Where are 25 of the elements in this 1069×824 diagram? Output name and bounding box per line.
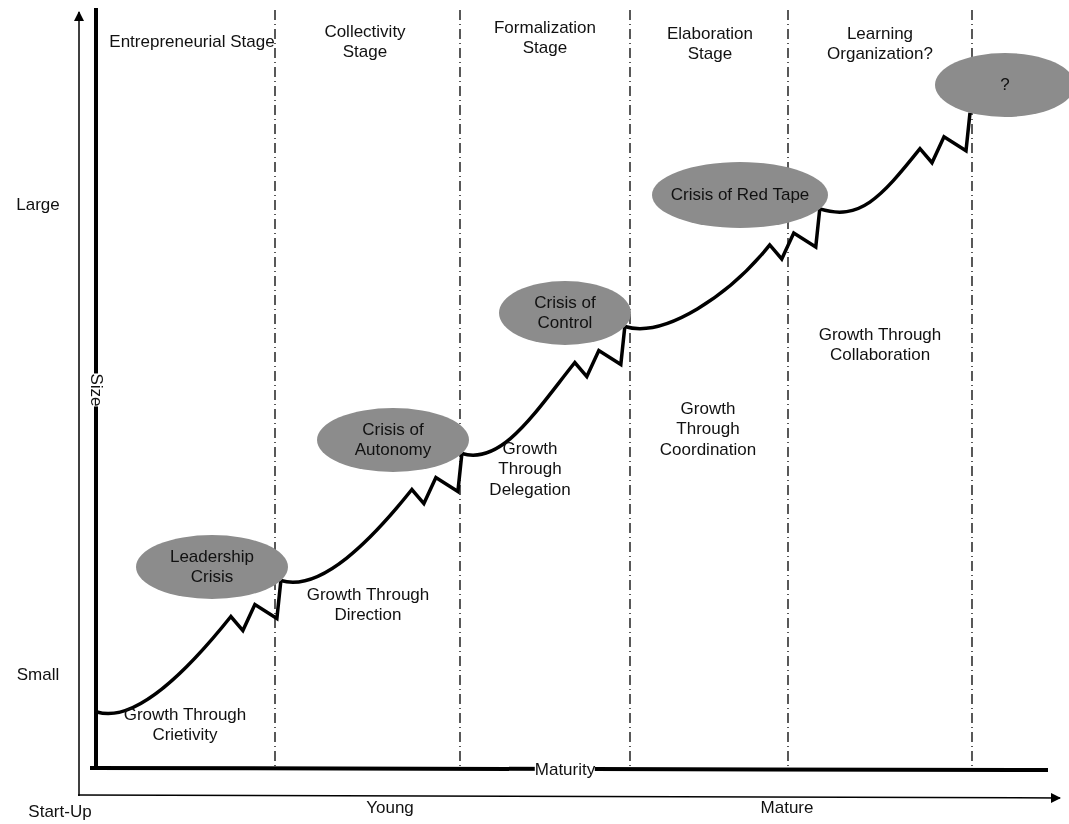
- growth-curve: [624, 208, 822, 331]
- growth-curve: [819, 112, 972, 214]
- stage-title: Entrepreneurial Stage: [108, 31, 276, 53]
- axis-label: Young: [366, 797, 414, 819]
- crisis-ellipse: Crisis of Autonomy: [317, 408, 469, 472]
- growth-curve: [96, 580, 283, 716]
- stage-title: Collectivity Stage: [323, 21, 407, 63]
- axis-label: Small: [16, 664, 60, 686]
- axis-label: Large: [16, 194, 60, 216]
- axis-label: Mature: [760, 797, 814, 819]
- phase-label: Growth Through Crietivity: [122, 704, 248, 746]
- phase-label: Growth Through Collaboration: [817, 324, 943, 366]
- stage-title: Formalization Stage: [492, 17, 597, 59]
- growth-curve: [280, 453, 464, 584]
- phase-label: Growth Through Delegation: [488, 439, 572, 501]
- stage-title: Elaboration Stage: [666, 23, 754, 65]
- crisis-ellipse: Crisis of Red Tape: [652, 162, 828, 228]
- phase-label: Growth Through Direction: [305, 584, 431, 626]
- stage-title: Learning Organization?: [826, 23, 934, 65]
- crisis-ellipse: ?: [935, 53, 1069, 117]
- phase-label: Growth Through Coordination: [658, 399, 758, 461]
- crisis-ellipse: Leadership Crisis: [136, 535, 288, 599]
- crisis-ellipse: Crisis of Control: [499, 281, 631, 345]
- axis-label: Start-Up: [28, 801, 92, 823]
- growth-curve: [461, 326, 627, 457]
